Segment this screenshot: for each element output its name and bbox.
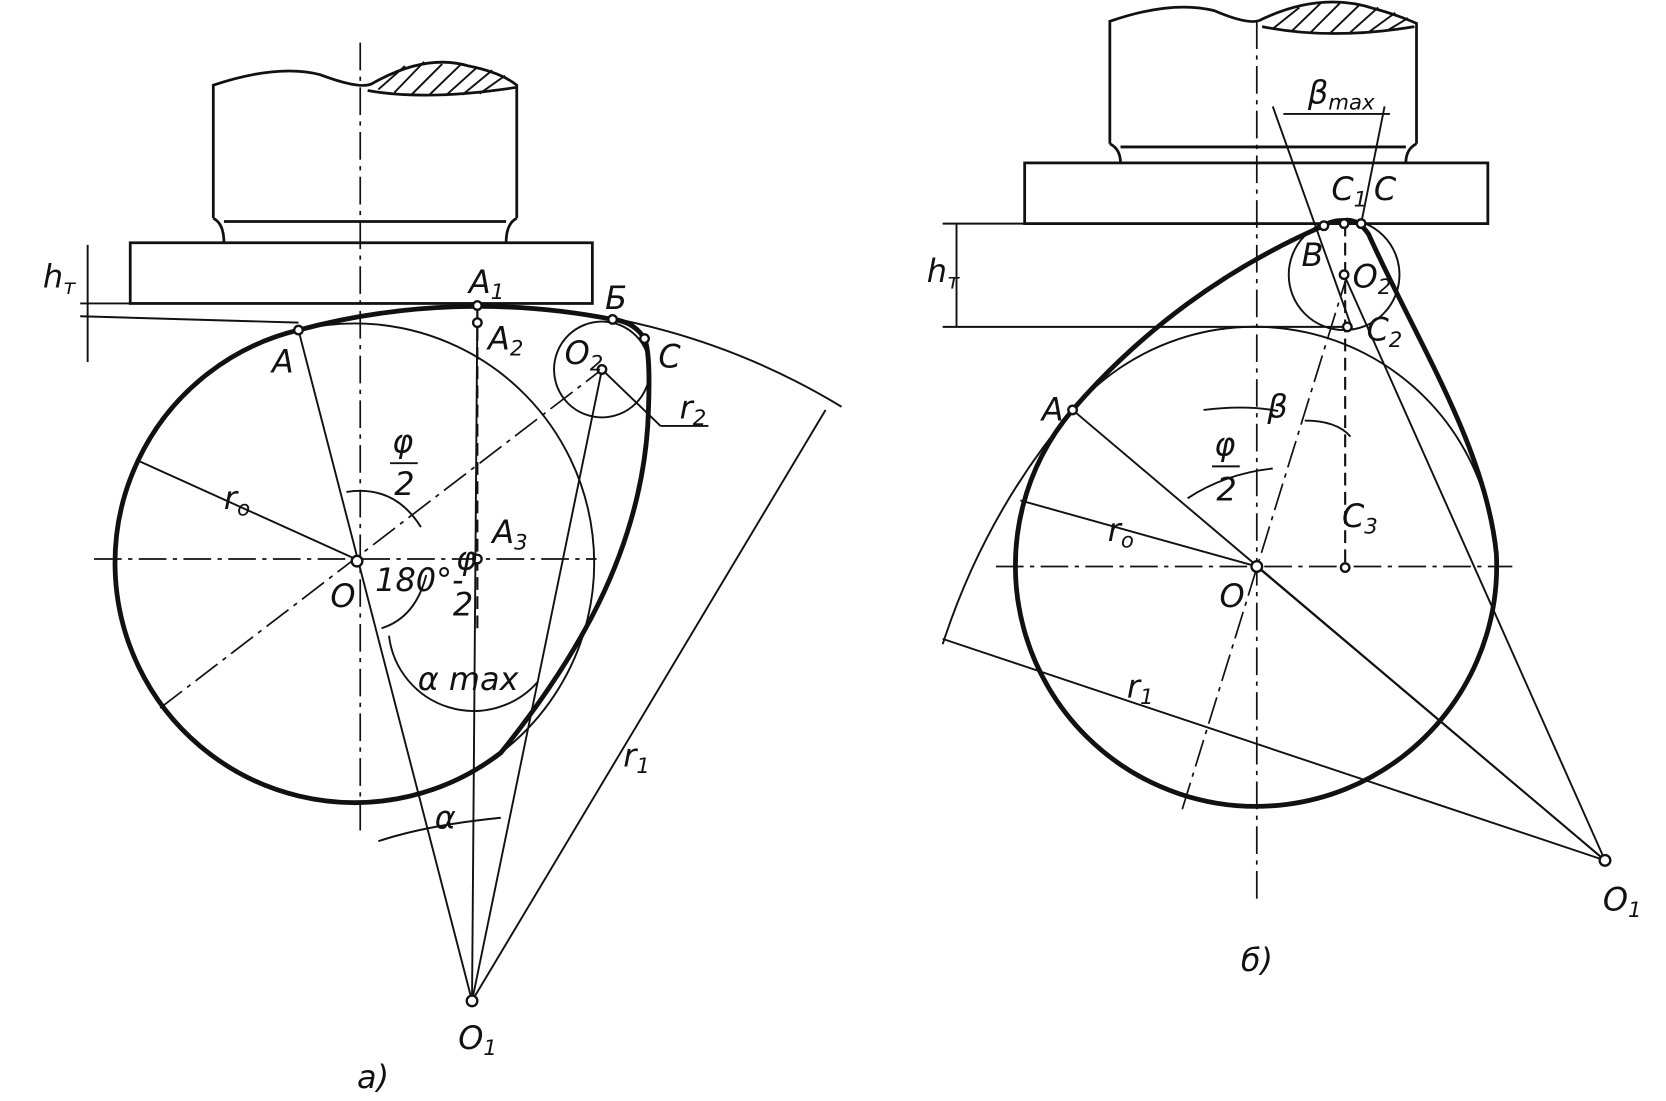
label-B-cyr: Б — [605, 279, 627, 317]
figure-a: A A1 A2 A3 Б O2 C r2 ro φ 2 180°- φ 2 O … — [43, 42, 843, 1096]
figure-b: βmax C1 C B O2 C2 hт A β φ 2 ro C3 O r1 … — [927, 0, 1642, 979]
label-r0: ro — [224, 479, 250, 521]
label-O: O — [1220, 577, 1245, 615]
follower-plate-a — [128, 241, 594, 305]
label-C: C — [1374, 170, 1397, 208]
label-beta: β — [1266, 387, 1287, 425]
label-B: B — [1302, 236, 1324, 274]
label-A2: A2 — [486, 319, 523, 361]
label-180-num: φ — [456, 540, 477, 578]
label-beta-max: βmax — [1307, 73, 1375, 115]
label-180: 180°- — [375, 561, 463, 599]
label-O2: O2 — [565, 334, 604, 376]
hatching-b — [1272, 2, 1409, 35]
label-hT: hт — [927, 252, 960, 294]
label-A3: A3 — [490, 513, 527, 555]
label-phi-half: φ — [392, 423, 413, 461]
caption-a: а) — [357, 1058, 389, 1096]
caption-b: б) — [1241, 941, 1273, 979]
label-alpha-max: α max — [418, 660, 520, 698]
label-O: O — [330, 577, 355, 615]
label-alpha: α — [435, 798, 456, 836]
label-A1: A1 — [467, 263, 504, 305]
label-O2: O2 — [1353, 257, 1392, 299]
label-r1: r1 — [623, 737, 650, 779]
cam-profile-b — [1012, 217, 1500, 809]
label-A: A — [1040, 391, 1064, 429]
shaft-a — [211, 60, 519, 243]
label-180-den: 2 — [453, 585, 473, 623]
cam-profile-a — [112, 304, 652, 805]
label-r0: ro — [1108, 511, 1134, 553]
label-C: C — [658, 337, 681, 375]
label-r1: r1 — [1127, 667, 1154, 709]
label-C3: C3 — [1342, 497, 1378, 539]
label-hT: hт — [43, 257, 76, 299]
label-phi-half-den: 2 — [1216, 470, 1236, 508]
label-phi-half-den: 2 — [394, 465, 414, 503]
label-C1: C1 — [1331, 170, 1367, 212]
label-O1: O1 — [1603, 880, 1642, 922]
label-phi-half: φ — [1214, 426, 1235, 464]
shaft-b — [1108, 0, 1418, 163]
label-O1: O1 — [458, 1019, 497, 1061]
label-A: A — [270, 343, 294, 381]
label-r2: r2 — [680, 388, 707, 430]
label-C2: C2 — [1366, 311, 1402, 353]
hatching-a — [377, 61, 506, 97]
